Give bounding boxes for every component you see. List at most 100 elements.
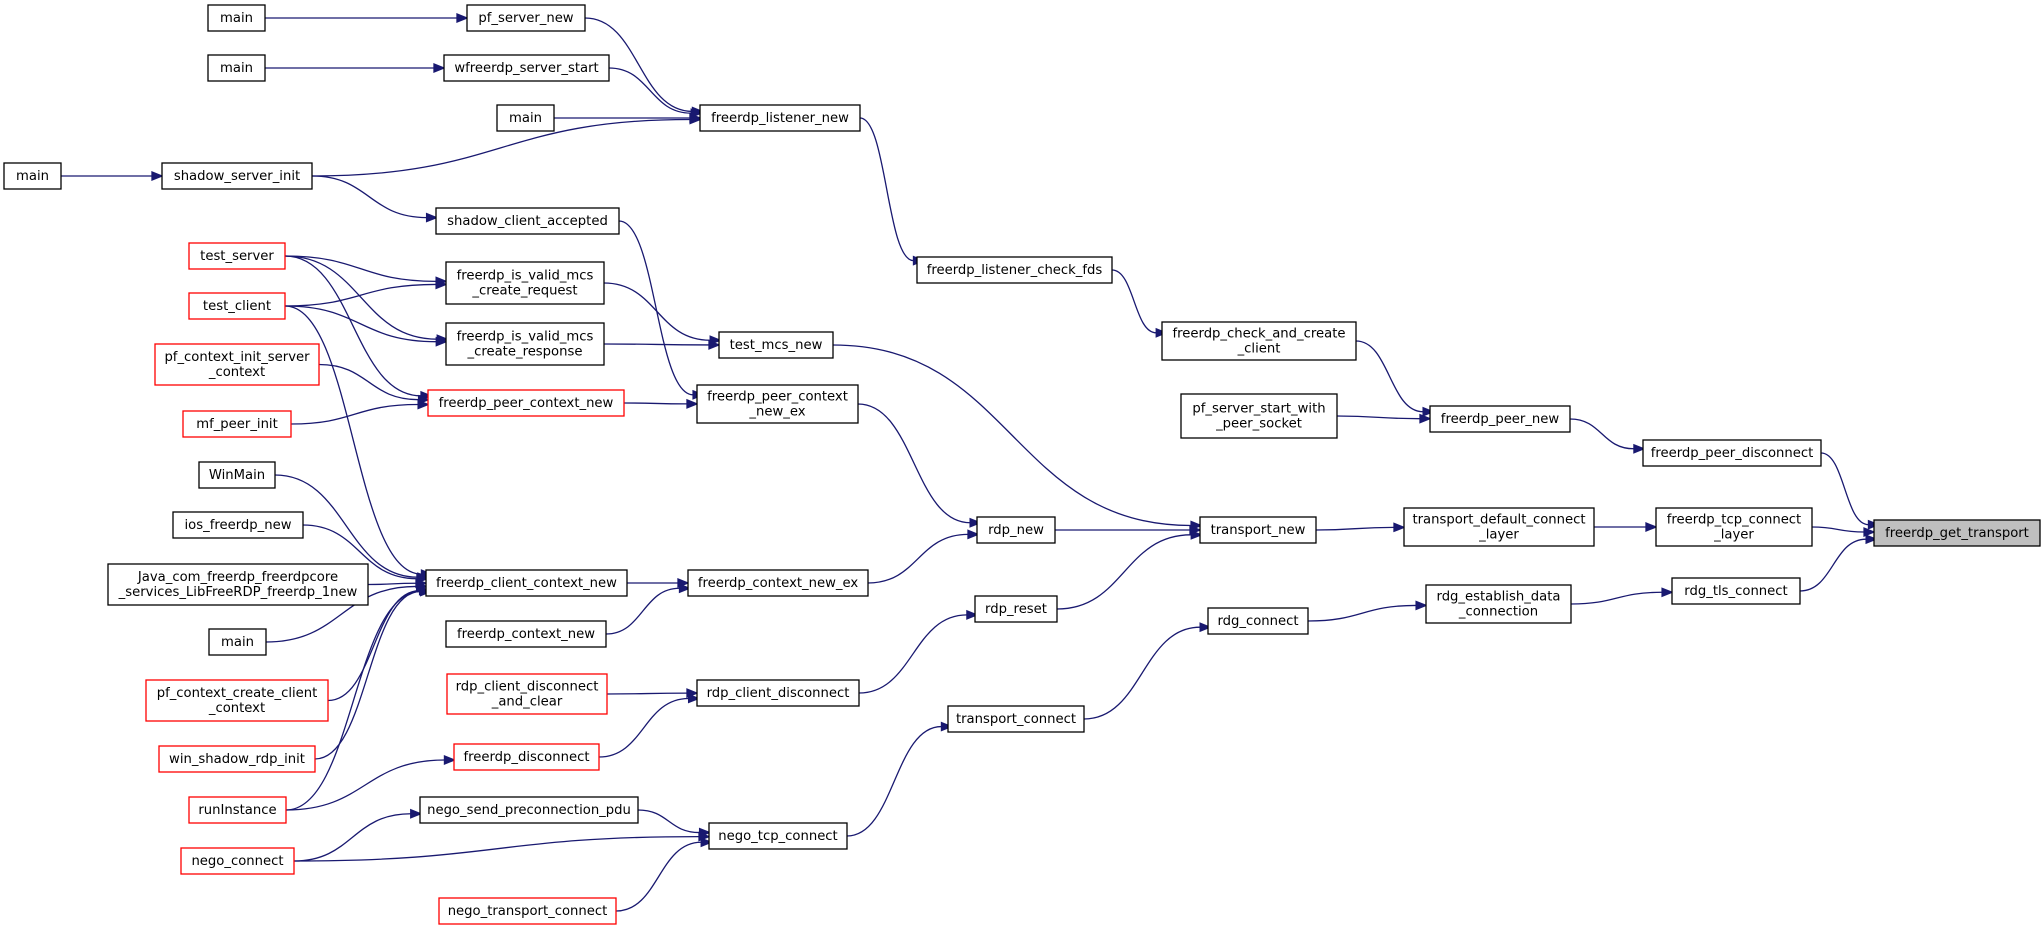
node-box — [188, 292, 286, 320]
node-mf-peer-init[interactable]: mf_peer_init — [182, 410, 292, 438]
node-rdp-reset[interactable]: rdp_reset — [974, 595, 1058, 623]
node-label: pf_server_start_with — [1192, 402, 1325, 417]
node-freerdp-is-valid-mcs-create-request[interactable]: freerdp_is_valid_mcs_create_request — [445, 261, 605, 305]
edge-rdg_connect-to-rdg_establish — [1307, 600, 1428, 622]
node-label: main — [16, 169, 49, 184]
node-nego-transport-connect[interactable]: nego_transport_connect — [438, 897, 617, 925]
node-freerdp-listener-new[interactable]: freerdp_listener_new — [699, 104, 861, 132]
edge-test_mcs_new-to-transport_new — [832, 344, 1203, 531]
node-freerdp-peer-context-new-ex[interactable]: freerdp_peer_context_new_ex — [696, 384, 859, 424]
edge-pf_ctx_init-to-peer_ctx_new — [318, 363, 431, 405]
edge-arrowhead — [425, 212, 439, 223]
node-test-client[interactable]: test_client — [188, 292, 286, 320]
node-test-mcs-new[interactable]: test_mcs_new — [718, 331, 834, 359]
edge-line — [606, 692, 688, 695]
node-main[interactable]: main — [208, 628, 267, 656]
node-label: freerdp_peer_disconnect — [1651, 446, 1814, 461]
edge-arrowhead — [1190, 529, 1203, 540]
node-label: pf_context_init_server — [164, 350, 310, 365]
edge-line — [1811, 526, 1865, 533]
node-winmain[interactable]: WinMain — [198, 461, 276, 489]
edge-test_server-to-valid_resp — [284, 255, 449, 345]
node-main[interactable]: main — [207, 4, 266, 32]
node-main[interactable]: main — [207, 54, 266, 82]
node-freerdp-peer-context-new[interactable]: freerdp_peer_context_new — [427, 389, 625, 417]
node-ios-freerdp-new[interactable]: ios_freerdp_new — [172, 511, 304, 539]
node-freerdp-peer-disconnect[interactable]: freerdp_peer_disconnect — [1642, 439, 1822, 467]
node-main[interactable]: main — [3, 162, 62, 190]
node-label: rdp_client_disconnect — [707, 686, 850, 701]
node-freerdp-client-context-new[interactable]: freerdp_client_context_new — [425, 569, 628, 597]
node-rdp-new[interactable]: rdp_new — [976, 516, 1056, 544]
node-nego-tcp-connect[interactable]: nego_tcp_connect — [708, 822, 848, 850]
node-label: freerdp_tcp_connect — [1667, 513, 1801, 528]
node-rdp-client-disconnect[interactable]: rdp_client_disconnect — [696, 679, 860, 707]
node-runinstance[interactable]: runInstance — [188, 796, 287, 824]
node-box — [1655, 507, 1813, 547]
edge-nego_connect-to-nego_send — [293, 808, 423, 862]
node-box — [145, 679, 329, 722]
node-freerdp-disconnect[interactable]: freerdp_disconnect — [453, 743, 600, 771]
node-label: _context — [208, 701, 265, 716]
node-transport-default-connect-layer[interactable]: transport_default_connect_layer — [1403, 507, 1595, 547]
edge-test_client-to-valid_resp — [284, 305, 449, 347]
node-label: nego_connect — [191, 854, 283, 869]
node-box — [188, 796, 287, 824]
node-pf-context-create-client-context[interactable]: pf_context_create_client_context — [145, 679, 329, 722]
node-pf-server-start-with-peer-socket[interactable]: pf_server_start_with_peer_socket — [1180, 393, 1338, 439]
node-freerdp-listener-check-fds[interactable]: freerdp_listener_check_fds — [916, 256, 1113, 284]
edge-line — [1111, 269, 1157, 334]
edge-line — [293, 835, 700, 862]
node-transport-new[interactable]: transport_new — [1199, 516, 1317, 544]
edge-line — [314, 590, 421, 760]
edge-transport_new-to-transport_default — [1315, 522, 1406, 533]
node-label: _services_LibFreeRDP_freerdp_1new — [118, 585, 358, 600]
edge-wfreerdp_start-to-listener_new — [608, 67, 703, 119]
node-transport-connect[interactable]: transport_connect — [947, 705, 1085, 733]
node-shadow-client-accepted[interactable]: shadow_client_accepted — [435, 207, 620, 235]
node-main[interactable]: main — [496, 104, 555, 132]
node-box — [161, 162, 313, 190]
edge-line — [867, 533, 969, 584]
node-test-server[interactable]: test_server — [188, 242, 286, 270]
node-box — [207, 4, 266, 32]
edge-arrowhead — [456, 13, 469, 23]
node-win-shadow-rdp-init[interactable]: win_shadow_rdp_init — [158, 745, 316, 773]
node-freerdp-context-new-ex[interactable]: freerdp_context_new_ex — [687, 569, 869, 597]
node-rdg-tls-connect[interactable]: rdg_tls_connect — [1671, 577, 1801, 605]
node-java-com-freerdp-freerdpcore-services-libfreerdp-freerdp-1new[interactable]: Java_com_freerdp_freerdpcore_services_Li… — [107, 563, 369, 606]
node-freerdp-is-valid-mcs-create-response[interactable]: freerdp_is_valid_mcs_create_response — [445, 322, 605, 366]
edge-arrowhead — [689, 114, 702, 125]
edge-arrowhead — [967, 529, 980, 540]
node-freerdp-peer-new[interactable]: freerdp_peer_new — [1429, 405, 1571, 433]
node-label: rdp_reset — [985, 602, 1047, 617]
node-label: mf_peer_init — [196, 417, 278, 432]
edge-line — [608, 67, 692, 114]
node-freerdp-tcp-connect-layer[interactable]: freerdp_tcp_connect_layer — [1655, 507, 1813, 547]
node-rdp-client-disconnect-and-clear[interactable]: rdp_client_disconnect_and_clear — [446, 673, 608, 715]
edge-nego_connect-to-nego_tcp — [293, 831, 711, 862]
node-nego-send-preconnection-pdu[interactable]: nego_send_preconnection_pdu — [419, 796, 639, 824]
node-wfreerdp-server-start[interactable]: wfreerdp_server_start — [443, 54, 610, 82]
edge-line — [1336, 415, 1421, 420]
node-shadow-server-init[interactable]: shadow_server_init — [161, 162, 313, 190]
edge-line — [605, 587, 680, 635]
node-rdg-establish-data-connection[interactable]: rdg_establish_data_connection — [1425, 584, 1572, 624]
node-label: rdg_tls_connect — [1684, 584, 1787, 599]
node-label: main — [509, 111, 542, 126]
node-pf-context-init-server-context[interactable]: pf_context_init_server_context — [154, 343, 320, 386]
node-freerdp-get-transport[interactable]: freerdp_get_transport — [1873, 519, 2041, 547]
node-freerdp-context-new[interactable]: freerdp_context_new — [445, 620, 607, 648]
edge-line — [832, 344, 1192, 527]
edge-arrowhead — [435, 336, 449, 347]
node-label: rdp_client_disconnect — [456, 680, 599, 695]
node-pf-server-new[interactable]: pf_server_new — [466, 4, 586, 32]
node-nego-connect[interactable]: nego_connect — [180, 847, 295, 875]
node-label: transport_default_connect — [1412, 513, 1585, 528]
node-rdg-connect[interactable]: rdg_connect — [1207, 607, 1309, 635]
node-box — [446, 673, 608, 715]
edge-line — [327, 590, 420, 702]
edge-nego_tcp-to-transport_connect — [846, 721, 954, 837]
edge-shadow_accepted-to-peer_ctx_ex — [618, 220, 705, 400]
node-freerdp-check-and-create-client[interactable]: freerdp_check_and_create_client — [1161, 321, 1357, 361]
